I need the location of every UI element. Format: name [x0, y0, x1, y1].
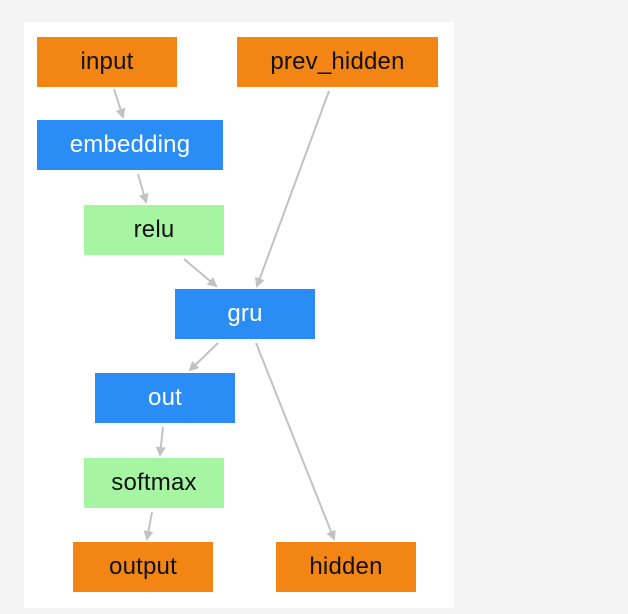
node-gru: gru: [175, 289, 315, 339]
node-hidden: hidden: [276, 542, 416, 592]
node-out: out: [95, 373, 235, 423]
node-relu: relu: [84, 205, 224, 255]
node-output: output: [73, 542, 213, 592]
node-embedding: embedding: [37, 120, 223, 170]
node-softmax: softmax: [84, 458, 224, 508]
node-input: input: [37, 37, 177, 87]
node-prev-hidden: prev_hidden: [237, 37, 438, 87]
